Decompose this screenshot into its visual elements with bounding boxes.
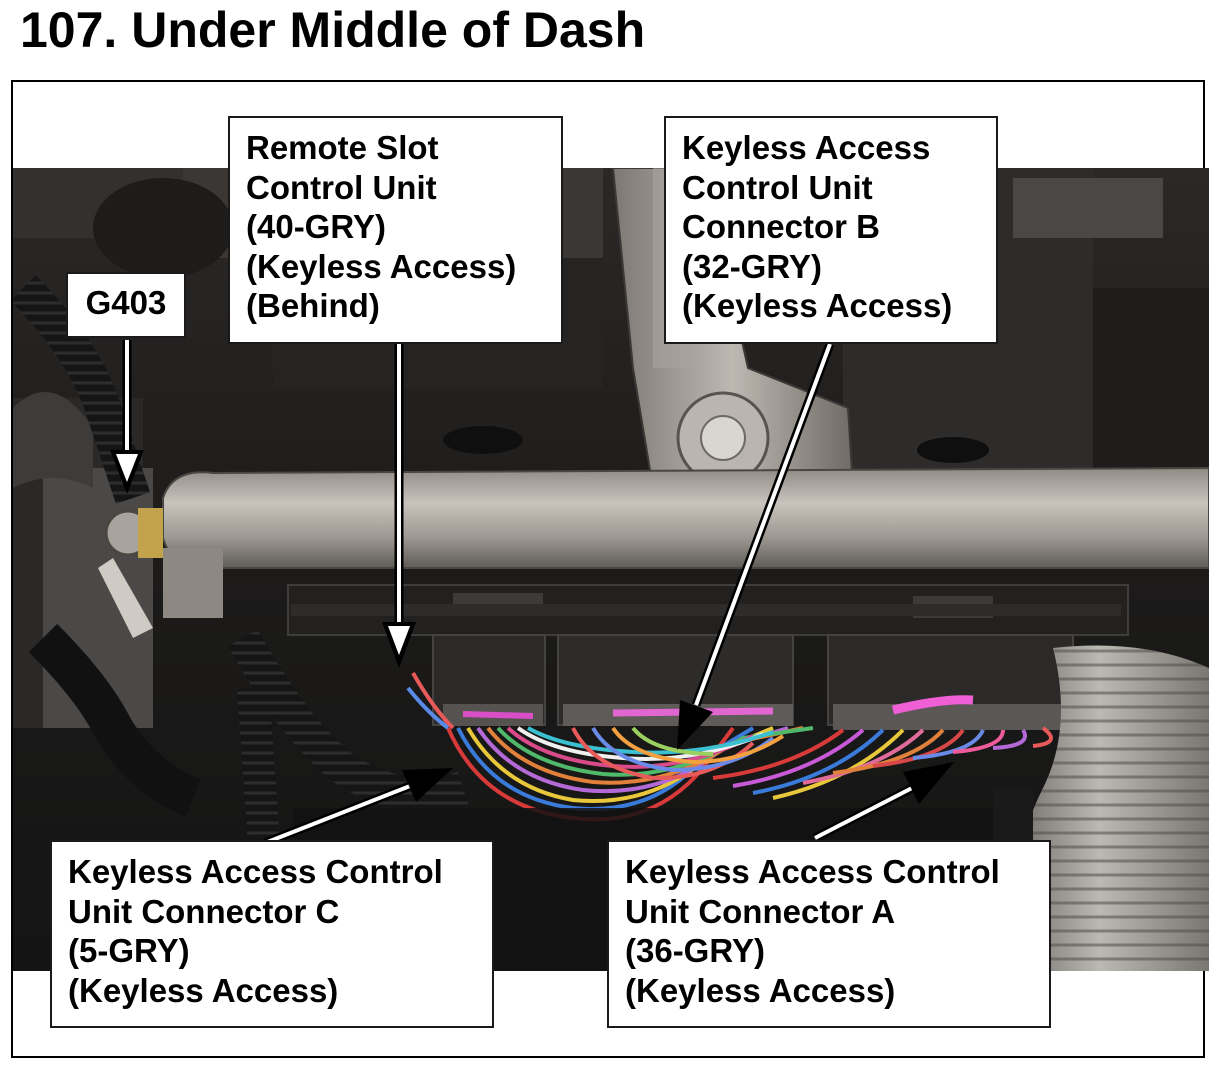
callout-remote-slot-control-unit: Remote Slot Control Unit (40-GRY) (Keyle… xyxy=(228,116,563,344)
callout-connector-b: Keyless Access Control Unit Connector B … xyxy=(664,116,998,344)
page-title: 107. Under Middle of Dash xyxy=(20,2,646,58)
callout-g403: G403 xyxy=(66,272,186,338)
callout-connector-a: Keyless Access Control Unit Connector A … xyxy=(607,840,1051,1028)
callout-connector-c: Keyless Access Control Unit Connector C … xyxy=(50,840,494,1028)
